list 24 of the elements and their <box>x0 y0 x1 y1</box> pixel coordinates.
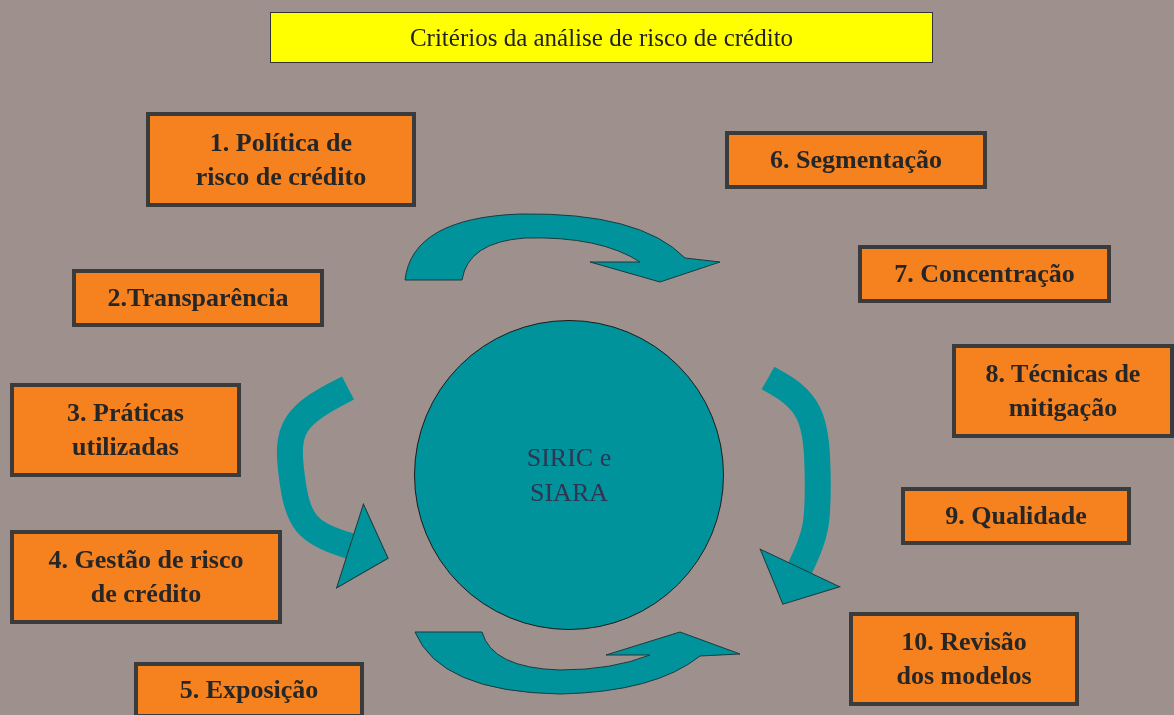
criterion-label: 9. Qualidade <box>945 500 1087 533</box>
criterion-box <box>952 344 1174 438</box>
criterion-label: 4. Gestão de risco de crédito <box>47 544 245 610</box>
criterion-label: 3. Práticas utilizadas <box>66 397 185 463</box>
criterion-label: 2.Transparência <box>107 282 289 315</box>
criterion-box <box>10 383 241 477</box>
curved-arrow <box>276 376 389 589</box>
circle-label: SIRIC e SIARA <box>525 441 613 509</box>
criterion-box <box>134 662 364 715</box>
criterion-label: 1. Política de risco de crédito <box>194 126 368 193</box>
criterion-label: 8. Técnicas de mitigação <box>984 358 1142 424</box>
criterion-label: 7. Concentração <box>894 258 1075 291</box>
diagram-title: Critérios da análise de risco de crédito <box>270 12 933 63</box>
criterion-label: 6. Segmentação <box>770 144 942 177</box>
criterion-box <box>146 112 416 207</box>
criterion-box <box>72 269 324 327</box>
criterion-label: 5. Exposição <box>179 674 319 707</box>
criterion-label: 10. Revisão dos modelos <box>895 626 1033 692</box>
criterion-box <box>901 487 1131 545</box>
curved-arrow <box>759 366 841 605</box>
criterion-box <box>10 530 282 624</box>
criterion-box <box>849 612 1079 706</box>
criterion-box <box>858 245 1111 303</box>
criterion-box <box>725 131 987 189</box>
